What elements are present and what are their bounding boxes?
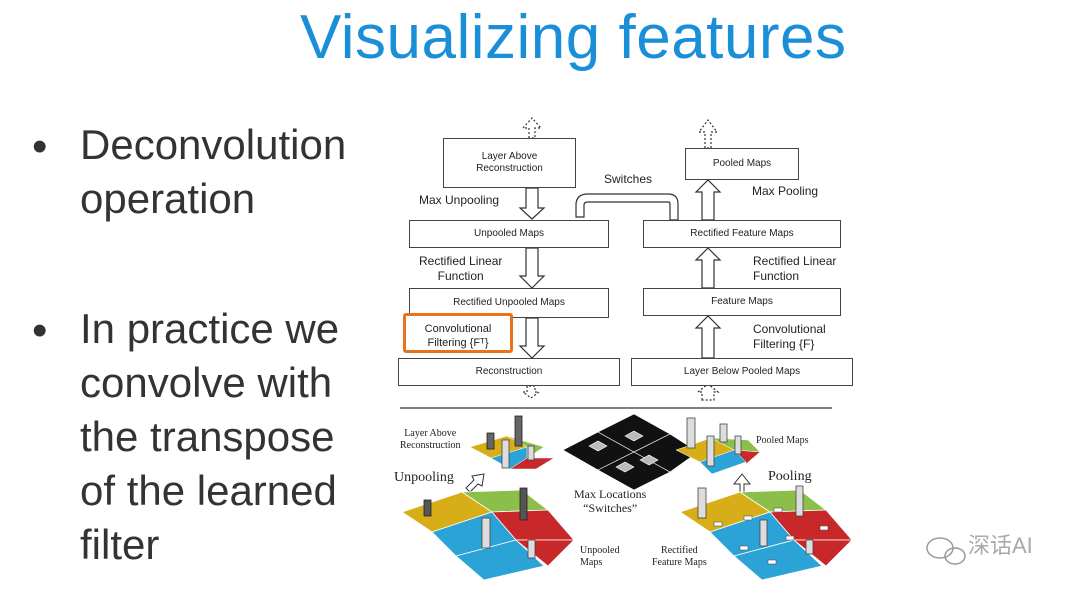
switches-grid xyxy=(562,413,699,491)
pooling-label: Pooling xyxy=(768,469,812,484)
layer-above-reconstruction-box: Layer Above Reconstruction xyxy=(443,138,576,188)
box-label: Unpooled Maps xyxy=(473,228,545,239)
max-locations-switches-label: Max Locations “Switches” xyxy=(574,487,647,515)
box-label: Rectified Feature Maps xyxy=(690,228,794,239)
bullet-2-line-1: In practice we xyxy=(80,305,340,352)
bottom-layer-above-label: Layer Above Reconstruction xyxy=(400,428,461,451)
unpooling-label: Unpooling xyxy=(394,470,454,485)
rectified-linear-label-left: Rectified Linear Function xyxy=(419,254,503,283)
bullet-1-line-2: operation xyxy=(80,175,256,222)
reconstruction-box: Reconstruction xyxy=(398,358,620,386)
max-pooling-label: Max Pooling xyxy=(752,184,819,198)
conv-filtering-transpose-label: Convolutional Filtering {Fᵀ} xyxy=(424,323,492,349)
bullet-dot: • xyxy=(32,306,48,355)
rectified-feature-maps-box: Rectified Feature Maps xyxy=(643,220,841,248)
box-label: Pooled Maps xyxy=(712,158,772,169)
box-label: Reconstruction xyxy=(475,366,543,377)
feature-maps-box: Feature Maps xyxy=(643,288,841,316)
switches-label: Switches xyxy=(604,172,653,186)
conv-filtering-label-right: Convolutional Filtering {F} xyxy=(753,322,826,351)
bottom-pooled-maps-label: Pooled Maps xyxy=(756,435,809,446)
bullet-1-line-1: Deconvolution xyxy=(80,121,347,168)
wechat-icon xyxy=(926,537,966,565)
bullet-2-line-2: convolve with xyxy=(80,359,333,406)
layer-above-grid xyxy=(469,435,555,470)
bullet-dot: • xyxy=(32,122,48,171)
bullet-2-line-4: of the learned xyxy=(80,467,337,514)
max-unpooling-label: Max Unpooling xyxy=(419,193,500,207)
bottom-unpooled-maps-label: Unpooled Maps xyxy=(580,545,620,568)
box-label: Feature Maps xyxy=(711,296,773,307)
bullet-2-line-5: filter xyxy=(80,521,160,568)
bullet-2-line-3: the transpose xyxy=(80,413,335,460)
unpooled-maps-box: Unpooled Maps xyxy=(409,220,609,248)
layer-below-pooled-maps-box: Layer Below Pooled Maps xyxy=(631,358,853,386)
slide-title: Visualizing features xyxy=(300,3,847,72)
pooled-maps-box: Pooled Maps xyxy=(685,148,799,180)
bottom-rectified-feature-maps-label: Rectified Feature Maps xyxy=(652,545,707,568)
box-label: Rectified Unpooled Maps xyxy=(453,297,565,308)
watermark-text: 深话AI xyxy=(968,533,1033,558)
box-label: Layer Below Pooled Maps xyxy=(683,366,801,377)
rectified-linear-label-right: Rectified Linear Function xyxy=(753,254,837,283)
box-label: Layer Above Reconstruction xyxy=(476,151,543,174)
conv-filtering-transpose-highlight xyxy=(403,313,513,353)
